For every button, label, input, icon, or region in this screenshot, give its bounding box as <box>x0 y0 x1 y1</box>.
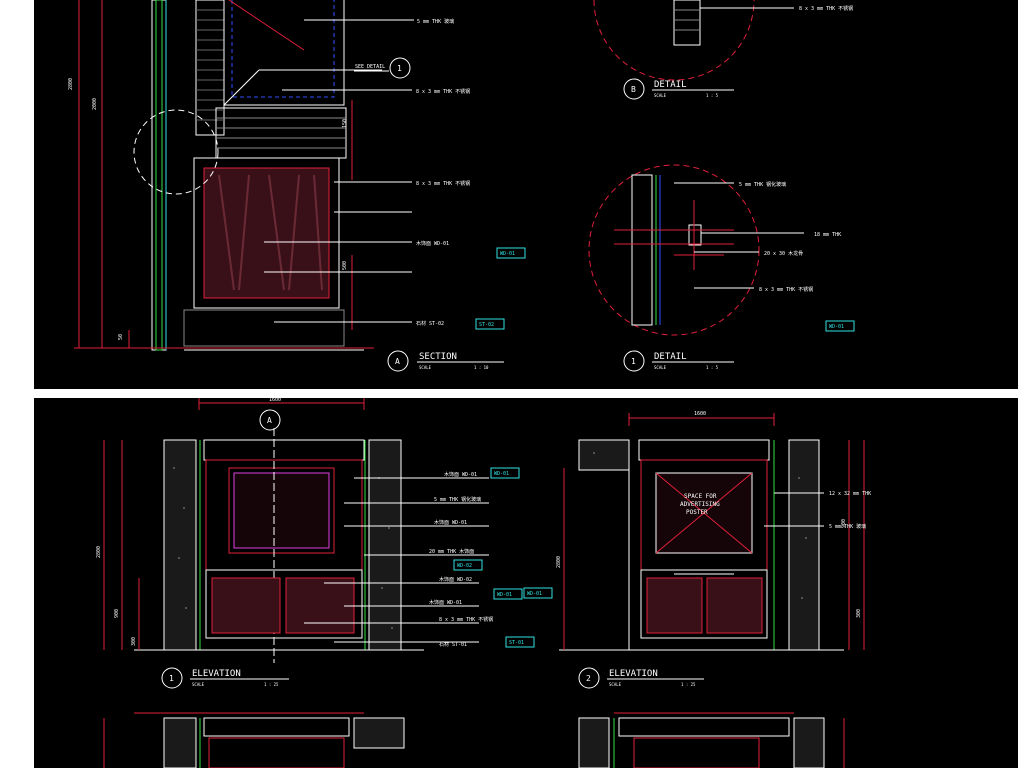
partial-elevation-3 <box>103 712 405 768</box>
material-tag: WD-01 <box>500 251 515 257</box>
dim-label: 2000 <box>92 98 98 110</box>
poster-text: POSTER <box>686 509 708 516</box>
dim-label: 150 <box>342 119 348 128</box>
detail-1-leaders <box>674 182 804 289</box>
elevation-1-bubble <box>161 667 183 689</box>
elevation-2-title: ELEVATION <box>609 669 658 679</box>
scale-value: 1 : 5 <box>706 365 719 370</box>
scale-label: SCALE <box>419 365 432 370</box>
section-detail-drawing: 2800 2000 150 500 50 5 mm THK 玻璃 8 x 3 m… <box>68 0 855 372</box>
detail-note: 5 mm THK 钢化玻璃 <box>739 181 786 188</box>
detail-1-title: DETAIL <box>654 352 687 362</box>
detail-b-bubble <box>623 78 645 100</box>
section-title-number: A <box>395 357 400 366</box>
detail-b-drawing <box>593 0 794 81</box>
section-note: 木饰面 WD-01 <box>416 240 449 247</box>
section-note: 5 mm THK 玻璃 <box>417 18 454 25</box>
material-tag: WD-02 <box>457 563 472 569</box>
detail-note: 18 mm THK <box>814 232 841 238</box>
elevation-2-number: 2 <box>586 674 591 683</box>
elevation-1-dimensions <box>103 398 365 650</box>
poster-text: SPACE FOR <box>684 493 717 500</box>
elevation-note: 5 mm THK 玻璃 <box>829 523 866 530</box>
section-title-bubble <box>387 350 409 372</box>
elevation-2-drawing <box>559 439 844 651</box>
dim-label: 300 <box>131 637 137 646</box>
scale-label: SCALE <box>654 93 667 98</box>
scale-label: SCALE <box>192 682 205 687</box>
top-drawing-sheet: 2800 2000 150 500 50 5 mm THK 玻璃 8 x 3 m… <box>34 0 1018 389</box>
detail-note: 20 x 30 木龙骨 <box>764 250 803 257</box>
dim-label: 900 <box>841 519 847 528</box>
scale-label: SCALE <box>609 682 622 687</box>
material-tag: ST-02 <box>479 322 494 328</box>
material-tag: WD-01 <box>497 592 512 598</box>
dim-label: 900 <box>114 609 120 618</box>
scale-value: 1 : 10 <box>474 365 489 370</box>
dim-label: 1600 <box>269 398 281 403</box>
section-dimensions <box>74 0 374 349</box>
elevation-note: 木饰面 WD-01 <box>444 471 477 478</box>
elevation-note: 木饰面 WD-01 <box>434 519 467 526</box>
elevation-2-leaders <box>674 492 824 575</box>
section-title: SECTION <box>419 352 457 362</box>
section-leaders <box>223 19 414 323</box>
detail-b-number: B <box>631 85 636 94</box>
detail-1-drawing <box>588 164 760 336</box>
scale-label: SCALE <box>654 365 667 370</box>
section-marker <box>259 409 281 431</box>
elevation-note: 木饰面 WD-02 <box>439 576 472 583</box>
scale-value: 1 : 25 <box>264 682 279 687</box>
dim-label: 2800 <box>96 546 102 558</box>
elevation-1-number: 1 <box>169 674 174 683</box>
material-tag: WD-01 <box>527 591 542 597</box>
see-detail-label: SEE DETAIL <box>355 64 385 70</box>
elevation-drawing: 1600 2800 900 300 A 木饰面 WD-01 5 mm THK 钢… <box>96 398 871 768</box>
see-detail-bubble <box>389 57 411 79</box>
elevation-1-drawing <box>134 428 424 663</box>
elevation-note: 石材 ST-01 <box>439 641 467 648</box>
detail-note: 8 x 3 mm THK 不锈钢 <box>759 286 813 293</box>
section-marker-label: A <box>267 416 272 425</box>
elevation-1-leaders <box>304 477 489 643</box>
elevation-note: 20 mm THK 木饰面 <box>429 548 474 555</box>
elevation-note: 5 mm THK 钢化玻璃 <box>434 496 481 503</box>
elevation-note: 12 x 32 mm THK <box>829 491 871 497</box>
material-tag: WD-01 <box>494 471 509 477</box>
elevation-2-bubble <box>578 667 600 689</box>
elevation-1-title: ELEVATION <box>192 669 241 679</box>
dim-label: 500 <box>342 261 348 270</box>
material-tag: WD-01 <box>829 324 844 330</box>
section-note: 石材 ST-02 <box>416 320 444 327</box>
material-tag: ST-01 <box>509 640 524 646</box>
elevation-2-dimensions <box>563 413 865 650</box>
scale-value: 1 : 25 <box>681 682 696 687</box>
dim-label: 300 <box>856 609 862 618</box>
see-detail-number: 1 <box>397 64 402 73</box>
section-note: 8 x 3 mm THK 不锈钢 <box>416 88 470 95</box>
poster-text: ADVERTISING <box>680 501 720 508</box>
section-wall <box>133 0 364 351</box>
section-note: 8 x 3 mm THK 不锈钢 <box>416 180 470 187</box>
dim-label: 2800 <box>556 556 562 568</box>
detail-1-bubble <box>623 350 645 372</box>
dim-label: 2800 <box>68 78 74 90</box>
elevation-note: 木饰面 WD-01 <box>429 599 462 606</box>
partial-elevation-4 <box>578 712 845 768</box>
detail-note: 8 x 3 mm THK 不锈钢 <box>799 5 853 12</box>
bottom-drawing-sheet: 1600 2800 900 300 A 木饰面 WD-01 5 mm THK 钢… <box>34 398 1018 768</box>
detail-1-number: 1 <box>631 357 636 366</box>
elevation-note: 8 x 3 mm THK 不锈钢 <box>439 616 493 623</box>
scale-value: 1 : 5 <box>706 93 719 98</box>
dim-label: 50 <box>118 334 124 340</box>
detail-b-title: DETAIL <box>654 80 687 90</box>
dim-label: 1600 <box>694 411 706 417</box>
